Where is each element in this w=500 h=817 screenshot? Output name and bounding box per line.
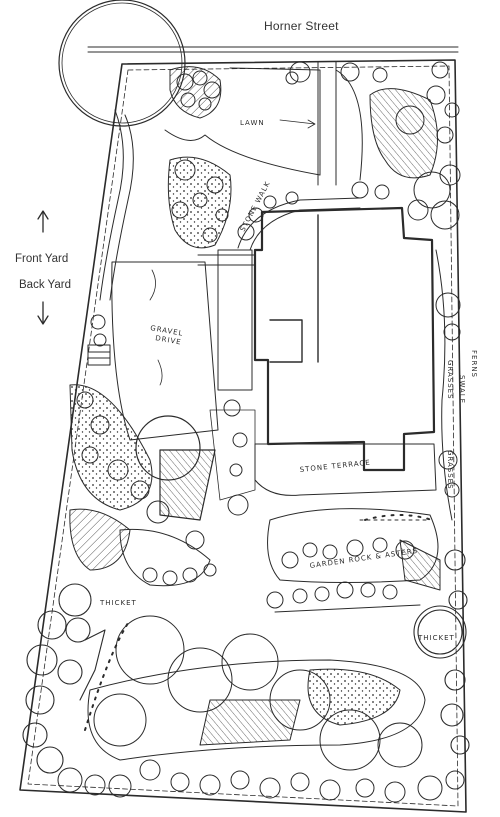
rear-border-shrubs — [57, 759, 465, 803]
left-thicket — [22, 583, 106, 774]
front-corner-shrubs — [169, 66, 222, 119]
thicket-right-label: THICKET — [417, 634, 455, 642]
stone-terrace-label: STONE TERRACE — [299, 459, 371, 474]
gravel-drive — [111, 261, 219, 441]
front-right-planting — [340, 61, 461, 230]
back-woodland — [87, 615, 426, 771]
ferns-label: FERNS — [470, 350, 478, 378]
arrow-up-icon — [37, 210, 49, 233]
back-left-planting — [69, 384, 170, 524]
left-hedge — [87, 109, 134, 366]
arbor — [135, 415, 216, 521]
thicket-left-label: THICKET — [99, 599, 137, 607]
carport — [197, 249, 256, 391]
lawn-label: LAWN — [240, 119, 265, 127]
right-swale — [435, 249, 461, 521]
stone-terrace — [254, 443, 437, 496]
house-footprint — [253, 206, 436, 472]
front-left-shrubs — [167, 156, 232, 249]
grasses-label-1: GRASSES — [446, 360, 454, 400]
right-thicket — [413, 549, 470, 755]
stepping-stones — [84, 619, 131, 731]
swale-label: SWALE — [458, 375, 466, 404]
garden-rock-bed — [267, 508, 441, 591]
front-path — [317, 61, 363, 186]
back-yard-label: Back Yard — [19, 279, 71, 291]
street-label: Horner Street — [264, 19, 339, 33]
property-boundary — [19, 59, 467, 813]
house-inner-detail — [269, 214, 319, 363]
street-tree-canopy — [58, 0, 186, 127]
flower-row — [266, 581, 421, 613]
lawn-area — [164, 67, 321, 176]
arrow-down-icon — [37, 301, 49, 325]
street-edge — [87, 46, 459, 53]
front-yard-label: Front Yard — [15, 253, 69, 265]
mid-shrub-row — [69, 399, 249, 587]
grasses-label-2: GRASSES — [446, 450, 454, 490]
